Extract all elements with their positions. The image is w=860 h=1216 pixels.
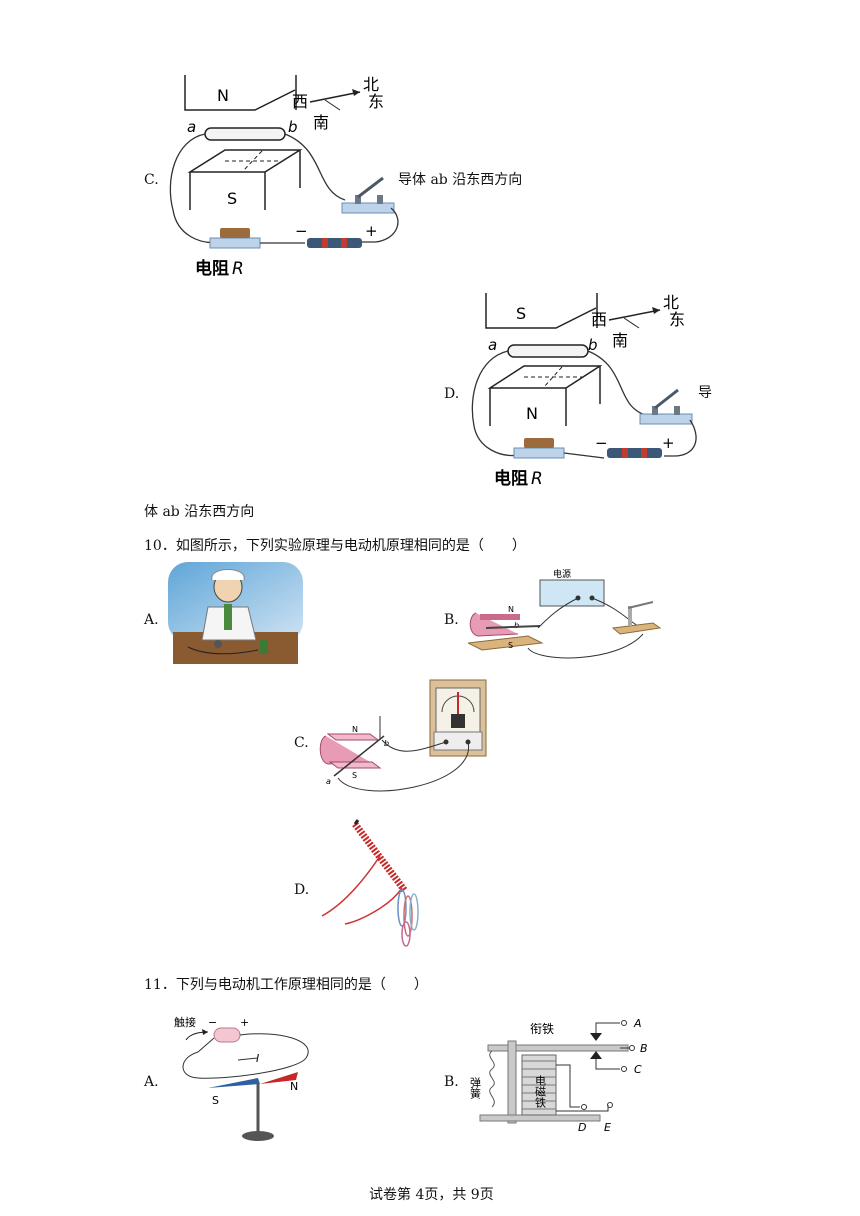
q10-option-a-scientist-image	[168, 562, 303, 664]
q10-option-c-letter: C.	[294, 735, 309, 751]
magnet-bottom-label: S	[227, 189, 237, 208]
svg-text:S: S	[212, 1094, 219, 1107]
q9-option-c-figure: N 西 北 东 南 a b S − + 电阻 R	[169, 75, 399, 279]
svg-text:西: 西	[591, 310, 607, 329]
svg-text:b: b	[588, 336, 598, 354]
svg-text:a: a	[187, 118, 196, 136]
q10-option-c-figure: N S a b	[319, 679, 487, 792]
svg-text:+: +	[365, 222, 378, 240]
q9-option-d-caption-part2: 体 ab 沿东西方向	[144, 504, 255, 520]
svg-text:B: B	[640, 1042, 648, 1055]
svg-text:b: b	[288, 118, 298, 136]
svg-text:N: N	[508, 605, 514, 614]
q11-option-a-letter: A.	[144, 1074, 159, 1090]
svg-text:−: −	[208, 1016, 217, 1029]
svg-text:弹簧: 弹簧	[470, 1076, 482, 1099]
svg-text:N: N	[526, 404, 538, 423]
svg-text:−: −	[595, 434, 608, 452]
svg-text:北: 北	[363, 75, 379, 94]
svg-text:R: R	[531, 469, 543, 489]
svg-text:电磁铁: 电磁铁	[534, 1075, 547, 1108]
page-footer: 试卷第 4页，共 9页	[369, 1187, 494, 1203]
svg-text:西: 西	[292, 92, 308, 111]
svg-text:a: a	[488, 336, 497, 354]
q9-option-d-figure: S 西 北 东 南 a b N − + 电阻 R	[471, 293, 697, 489]
svg-text:触接: 触接	[174, 1015, 196, 1029]
q11-option-b-letter: B.	[444, 1074, 459, 1090]
q10-option-d-letter: D.	[294, 882, 310, 898]
svg-text:东: 东	[669, 310, 685, 329]
svg-text:b: b	[514, 621, 519, 630]
q9-option-c-caption: 导体 ab 沿东西方向	[398, 172, 523, 188]
q10-option-b-letter: B.	[444, 612, 459, 628]
q11-option-a-figure: 触接 − + I S N	[174, 1015, 309, 1141]
svg-text:南: 南	[612, 331, 628, 350]
svg-text:−: −	[295, 222, 308, 240]
q10-option-b-figure: 电源 N S b	[468, 568, 662, 659]
svg-text:+: +	[240, 1016, 249, 1029]
svg-text:电阻: 电阻	[494, 468, 528, 489]
magnet-top-label: N	[217, 86, 229, 105]
svg-text:东: 东	[368, 92, 384, 111]
svg-text:b: b	[384, 739, 389, 748]
svg-text:电源: 电源	[553, 568, 571, 580]
resistor-label: 电阻	[195, 258, 229, 279]
svg-text:C: C	[634, 1063, 642, 1076]
q10-option-d-figure	[321, 819, 419, 947]
q11-stem: 11．下列与电动机工作原理相同的是（ ）	[144, 977, 428, 993]
svg-text:A: A	[633, 1017, 642, 1030]
svg-text:S: S	[352, 771, 357, 780]
svg-text:北: 北	[663, 293, 679, 312]
q11-option-b-figure: 衔铁 弹簧 电磁铁 D E A B C	[470, 1017, 648, 1134]
svg-text:衔铁: 衔铁	[530, 1022, 554, 1036]
svg-text:E: E	[604, 1121, 611, 1134]
svg-text:S: S	[508, 641, 513, 650]
q10-option-a-letter: A.	[144, 612, 159, 628]
svg-text:N: N	[290, 1080, 298, 1093]
svg-text:a: a	[326, 777, 331, 786]
svg-text:D: D	[578, 1121, 586, 1134]
q9-option-d-letter: D.	[444, 386, 460, 402]
svg-text:N: N	[352, 725, 358, 734]
q9-option-c-letter: C.	[144, 172, 159, 188]
q10-stem: 10．如图所示，下列实验原理与电动机原理相同的是（ ）	[144, 538, 526, 554]
svg-text:+: +	[662, 434, 675, 452]
svg-text:南: 南	[313, 113, 329, 132]
svg-text:R: R	[232, 259, 244, 279]
q9-option-d-caption-part1: 导	[698, 385, 712, 401]
svg-text:S: S	[516, 304, 526, 323]
